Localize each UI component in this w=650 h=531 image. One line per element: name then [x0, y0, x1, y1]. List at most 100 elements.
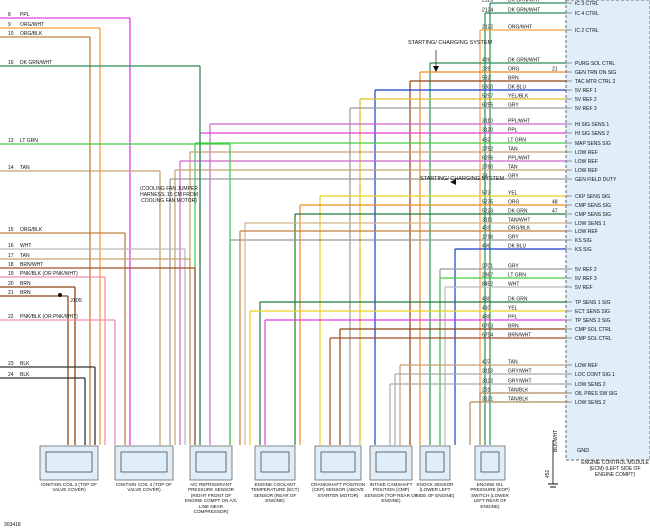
component-symbol-0 [45, 451, 93, 473]
ecm-color-9: PPL/WHT [508, 119, 530, 125]
ecm-signal-2: IC 2 CTRL [575, 28, 599, 34]
ecm-color-0: DK GRN/WHT [508, 0, 540, 4]
component-box-1 [114, 445, 174, 481]
ground-wire-circuit: 451 [545, 469, 551, 478]
component-symbol-1 [120, 451, 168, 473]
ecm-circuit-23: 2701 [482, 264, 493, 270]
left-wire-num-10: 19 [8, 271, 14, 277]
ecm-signal-33: LOW SENS 2 [575, 382, 606, 388]
ecm-circuit-34: 231 [482, 388, 491, 394]
ecm-pin-17: 48 [552, 200, 558, 206]
ecm-signal-10: HI SIG SENS 2 [575, 131, 609, 137]
ecm-circuit-5: 582 [482, 76, 491, 82]
ecm-color-31: TAN [508, 360, 518, 366]
left-wire-num-4: 13 [8, 138, 14, 144]
component-symbol-2 [195, 451, 227, 473]
ecm-signal-1: IC 4 CTRL [575, 11, 599, 17]
component-box-0 [39, 445, 99, 481]
arrow-head-1 [433, 66, 439, 72]
ecm-color-33: GRY/WHT [508, 379, 532, 385]
ecm-color-14: TAN [508, 165, 518, 171]
ecm-signal-8: 5V REF 3 [575, 106, 597, 112]
left-wire-label-0: PPL [20, 12, 30, 18]
ecm-color-4: ORG [508, 67, 520, 73]
ecm-color-2: ORG/WHT [508, 25, 532, 31]
ecm-signal-32: LOC CONT SIG 1 [575, 372, 615, 378]
ecm-color-13: PPL/WHT [508, 156, 530, 162]
ecm-color-25: WHT [508, 282, 519, 288]
left-wire-num-3: 16 [8, 60, 14, 66]
ecm-circuit-1: 2124 [482, 8, 493, 14]
ecm-circuit-4: 225 [482, 67, 491, 73]
ecm-color-26: DK GRN [508, 297, 528, 303]
ecm-signal-12: LOW REF [575, 150, 598, 156]
left-wire-num-15: 24 [8, 372, 14, 378]
ecm-color-29: BRN [508, 324, 519, 330]
left-wire-num-8: 17 [8, 253, 14, 259]
ecm-signal-17: CMP SENS SIG [575, 203, 611, 209]
ecm-color-24: LT GRN [508, 273, 526, 279]
ecm-circuit-20: 469 [482, 226, 491, 232]
cooling-fan-note: (COOLING FAN JUMPER HARNESS, 15 CM FROM … [140, 186, 198, 204]
left-wire-label-3: DK GRN/WHT [20, 60, 52, 66]
ecm-color-8: GRY [508, 103, 519, 109]
ecm-signal-20: LOW REF [575, 229, 598, 235]
ecm-color-28: PPL [508, 315, 518, 321]
ecm-circuit-12: 2752 [482, 147, 493, 153]
ecm-circuit-33: 3122 [482, 379, 493, 385]
ecm-circuit-14: 2760 [482, 165, 493, 171]
component-symbol-3 [260, 451, 290, 473]
left-wire-num-14: 23 [8, 361, 14, 367]
ecm-pin-18: 47 [552, 209, 558, 215]
ecm-color-5: BRN [508, 76, 519, 82]
component-symbol-7 [480, 451, 500, 473]
ecm-circuit-27: 410 [482, 306, 491, 312]
ecm-color-35: TAN/BLK [508, 397, 529, 403]
ecm-circuit-30: 6754 [482, 333, 493, 339]
left-wire-num-11: 20 [8, 281, 14, 287]
ecm-signal-0: IC 3 CTRL [575, 1, 599, 7]
ecm-signal-21: KS SIG [575, 238, 592, 244]
ecm-circuit-16: 573 [482, 191, 491, 197]
left-wire-num-7: 16 [8, 243, 14, 249]
ecm-signal-27: ECT SENS SIG [575, 309, 610, 315]
ecm-signal-29: CMP SOL CTRL [575, 327, 612, 333]
ground-g105: BLK/WHT 451 [545, 430, 559, 488]
ecm-signal-14: LOW REF [575, 168, 598, 174]
component-box-4 [314, 445, 362, 481]
ecm-signal-28: TP SENS 2 SIG [575, 318, 611, 324]
arrow-head-2 [450, 179, 456, 185]
ecm-signal-35: LOW SENS 2 [575, 400, 606, 406]
left-wire-label-9: BRN/WHT [20, 262, 43, 268]
ecm-circuit-7: 5297 [482, 94, 493, 100]
left-wire-label-11: BRN [20, 281, 31, 287]
starting-charging-text-1: STARTING/ CHARGING SYSTEM [408, 40, 493, 46]
ecm-color-19: TAN/WHT [508, 218, 530, 224]
component-label-0: IGNITION COIL 3 (TOP OF VALVE COVER) [41, 482, 97, 492]
ecm-circuit-29: 6753 [482, 324, 493, 330]
left-wire-label-4: LT GRN [20, 138, 38, 144]
component-symbol-6 [425, 451, 445, 473]
ground-wire-label: BLK/WHT [553, 430, 559, 452]
ecm-pin-4: 21 [552, 67, 558, 73]
ecm-signal-18: CMP SENS SIG [575, 212, 611, 218]
ecm-color-30: BRN/WHT [508, 333, 531, 339]
ecm-signal-15: GEN FIELD DUTY [575, 177, 617, 183]
ecm-signal-3: PURG SOL CTRL [575, 61, 615, 67]
ecm-caption: ENGINE CONTROL MODULE (ECM) (LEFT SIDE O… [581, 460, 649, 478]
splice-j105-label: J105 [70, 298, 82, 304]
ecm-color-34: TAN/BLK [508, 388, 529, 394]
ecm-color-16: YEL [508, 191, 518, 197]
ecm-color-18: DK GRN [508, 209, 528, 215]
component-box-6 [419, 445, 451, 481]
ecm-circuit-25: 8452 [482, 282, 493, 288]
left-wire-label-15: BLK [20, 372, 30, 378]
ecm-circuit-0: 2123 [482, 0, 493, 4]
left-wire-label-7: WHT [20, 243, 31, 249]
ecm-circuit-35: 3121 [482, 397, 493, 403]
ecm-color-32: GRY/WHT [508, 369, 532, 375]
splice-j105-dot [58, 293, 62, 297]
